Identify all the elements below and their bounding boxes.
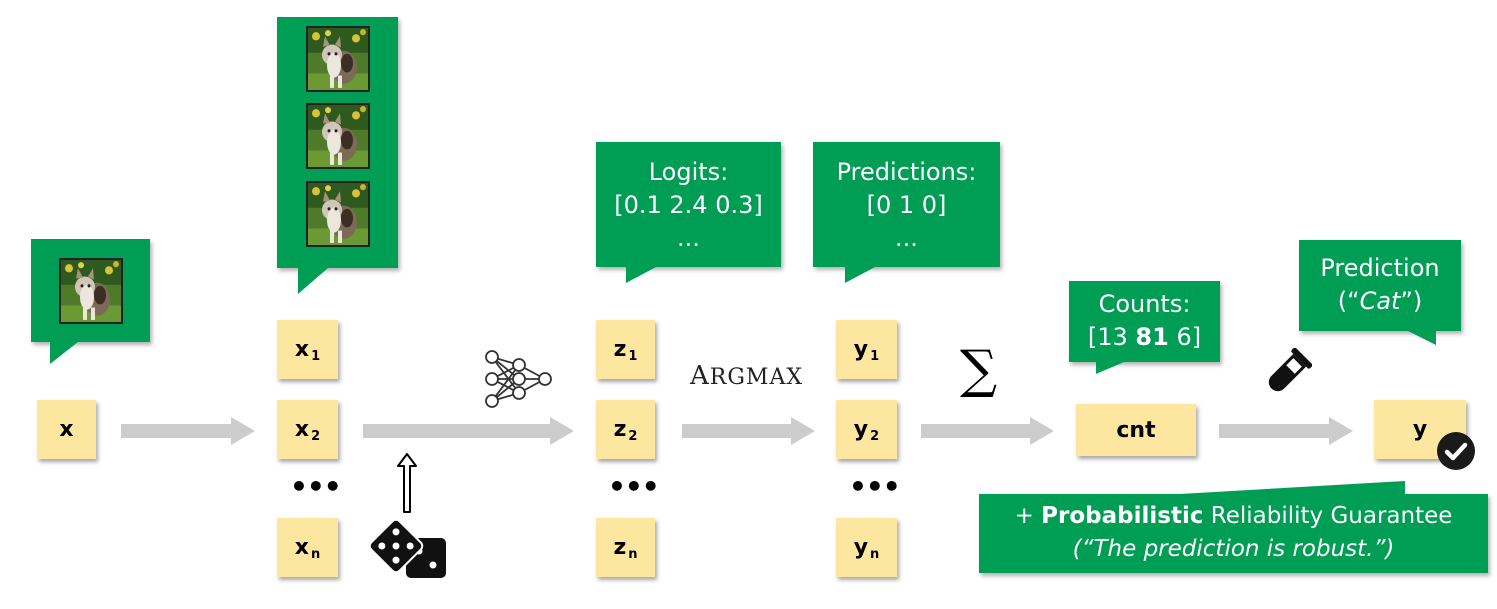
cat-image-icon [306,181,370,247]
guarantee-title: + Probabilistic Reliability Guarantee [1014,503,1453,529]
predictions-more: ... [895,224,918,252]
counts-title: Counts: [1098,290,1191,318]
counts-node: cnt [1076,404,1196,456]
cat-image-icon [306,26,370,92]
predictions-values: [0 1 0] [866,191,947,219]
predictions-title: Predictions: [836,158,977,186]
input-node: x [37,400,96,459]
neural-network-icon [485,350,552,408]
prediction-value: (“Cat”) [1337,287,1423,315]
logits-more: ... [677,224,700,252]
arrow-x-to-samples [121,417,255,445]
dice-icon [368,518,446,578]
arrow-counts-to-output [1219,417,1353,445]
preds-ellipsis: ••• [849,470,901,503]
argmax-label: ARGMAX [690,361,803,391]
predictions-bubble: Predictions: [0 1 0] ... [813,142,1000,267]
counts-bubble: Counts: [13 81 6] [1069,281,1220,362]
samples-ellipsis: ••• [290,470,342,503]
logits-values: [0.1 2.4 0.3] [614,191,763,219]
check-circle-icon [1437,432,1475,470]
guarantee-quote: (“The prediction is robust.”) [1072,536,1395,562]
cat-image-icon [306,103,370,169]
up-arrow-icon [397,453,417,513]
test-tube-icon [1268,348,1312,392]
prediction-bubble-tail [1408,331,1436,345]
predictions-bubble-tail [845,267,875,283]
input-bubble-tail [50,342,78,364]
logits-bubble: Logits: [0.1 2.4 0.3] ... [596,142,781,267]
guarantee-bubble: + Probabilistic Reliability Guarantee (“… [979,494,1488,573]
arrow-samples-to-logits [363,417,574,445]
prediction-bubble: Prediction (“Cat”) [1299,240,1461,331]
guarantee-bubble-tail [1180,481,1405,494]
counts-values: [13 81 6] [1087,323,1202,351]
counts-bubble-tail [1096,362,1124,374]
cat-image-icon [59,258,123,324]
logits-title: Logits: [648,158,729,186]
prediction-title: Prediction [1320,254,1440,282]
arrow-logits-to-preds [682,417,815,445]
logits-bubble-tail [626,267,656,283]
logits-ellipsis: ••• [608,470,660,503]
sum-symbol: ∑ [960,340,998,400]
samples-bubble-tail [298,268,328,294]
arrow-preds-to-counts [921,417,1054,445]
